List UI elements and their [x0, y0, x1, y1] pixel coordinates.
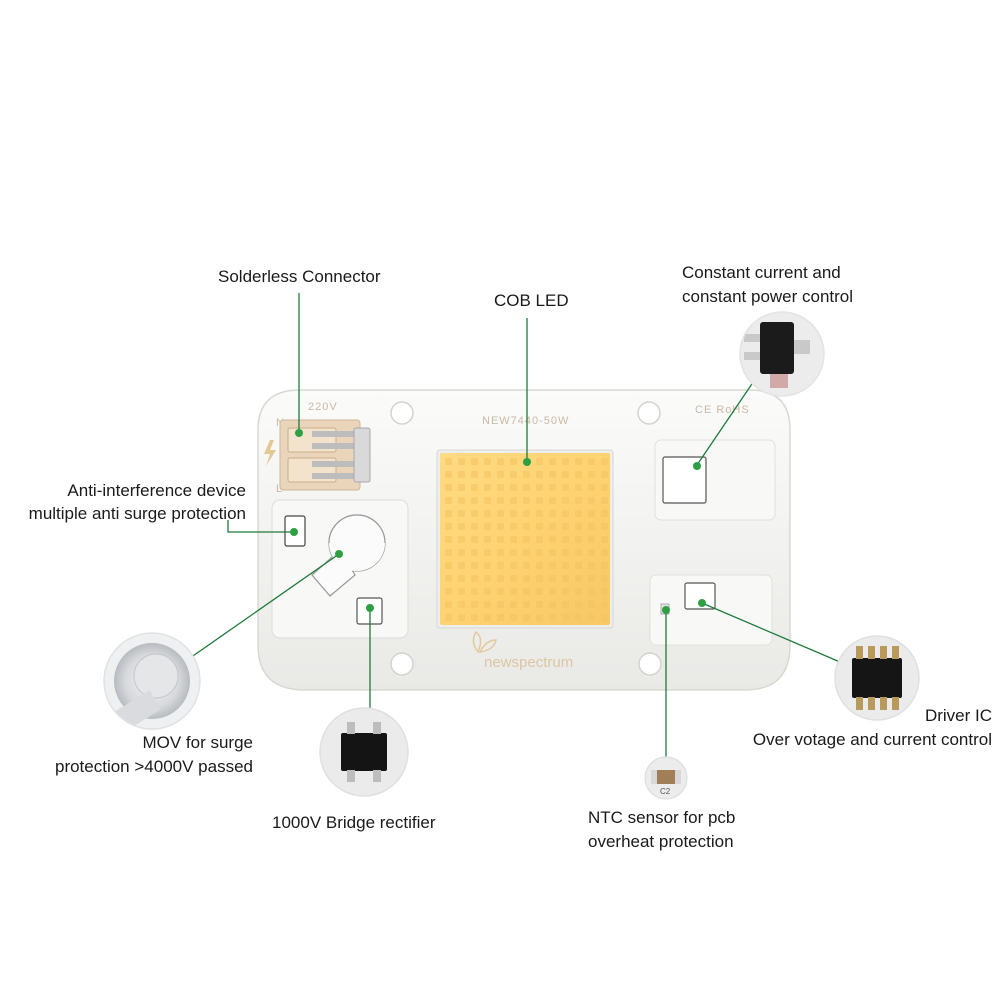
- board-model-print: NEW7440-50W: [482, 415, 569, 427]
- label-ntc-line1: NTC sensor for pcb: [588, 808, 735, 827]
- brand-logo: newspectrum: [472, 630, 573, 671]
- leader-dots: [290, 429, 706, 614]
- leader-lines: [189, 293, 841, 758]
- led-board: 220V NEW7440-50W CE RoHS N L newspectrum: [257, 389, 791, 691]
- driver-ic-footprint: [684, 582, 716, 610]
- dot-solderless-connector: [295, 429, 303, 437]
- leader-mov: [189, 553, 340, 659]
- zoom-bridge-rectifier: [319, 707, 409, 797]
- dot-constant-control: [693, 462, 701, 470]
- label-driver-ic-line1: Driver IC: [925, 706, 992, 725]
- cob-led-array: [436, 449, 614, 629]
- ntc-code-print: C2: [660, 787, 671, 796]
- right-lower-pad: [649, 574, 773, 646]
- leader-driver-ic: [701, 602, 841, 663]
- leader-constant-control: [696, 371, 761, 466]
- leader-anti-interference: [227, 520, 294, 533]
- zoom-driver-ic: [834, 635, 920, 721]
- dot-ntc: [662, 606, 670, 614]
- label-constant-control-line2: constant power control: [682, 287, 853, 306]
- zoom-mov: [103, 632, 201, 730]
- mount-hole-top-left: [390, 401, 414, 425]
- label-solderless-connector: Solderless Connector: [218, 267, 381, 286]
- board-cert-print: CE RoHS: [695, 404, 750, 416]
- board-voltage-print: 220V: [308, 401, 338, 413]
- label-anti-interference-line2: multiple anti surge protection: [29, 504, 246, 523]
- lightning-icon: [264, 440, 276, 466]
- dot-anti-interference: [290, 528, 298, 536]
- mov-footprint: [311, 514, 386, 597]
- label-cob-led: COB LED: [494, 291, 569, 310]
- label-ntc-line2: overheat protection: [588, 832, 734, 851]
- zoom-ntc: C2: [644, 756, 688, 800]
- leaf-icon: [472, 630, 497, 654]
- dot-bridge-rectifier: [366, 604, 374, 612]
- mount-hole-top-right: [637, 401, 661, 425]
- dot-mov: [335, 550, 343, 558]
- zoom-constant-control: [739, 311, 825, 397]
- brand-print: newspectrum: [484, 654, 573, 671]
- board-pin-l: L: [276, 483, 283, 495]
- label-mov-line2: protection >4000V passed: [55, 757, 253, 776]
- dot-driver-ic: [698, 599, 706, 607]
- mount-hole-bottom-right: [638, 652, 662, 676]
- solderless-connector-part: [264, 419, 371, 491]
- label-bridge-rectifier: 1000V Bridge rectifier: [272, 813, 436, 832]
- dot-cob-led: [523, 458, 531, 466]
- mount-hole-bottom-left: [390, 652, 414, 676]
- label-anti-interference-line1: Anti-interference device: [67, 481, 246, 500]
- label-driver-ic-line2: Over votage and current control: [753, 730, 992, 749]
- label-constant-control-line1: Constant current and: [682, 263, 841, 282]
- label-mov-line1: MOV for surge: [142, 733, 253, 752]
